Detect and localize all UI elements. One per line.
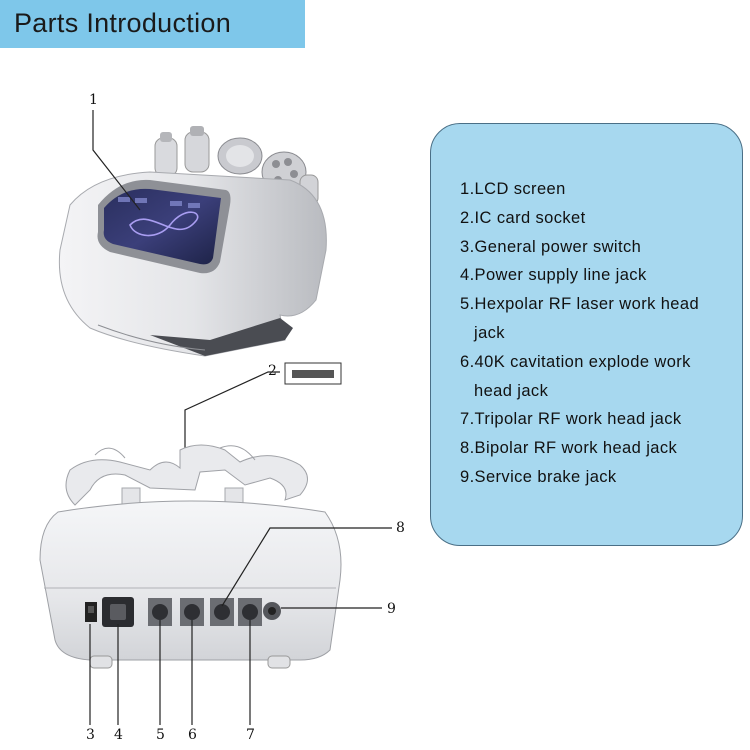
device-base [150, 318, 293, 356]
section-title: Parts Introduction [14, 8, 232, 38]
list-item-tripolar-jack: 7.Tripolar RF work head jack [460, 410, 682, 429]
leader-line-1 [92, 110, 141, 211]
callout-number-4: 4 [114, 727, 123, 743]
callout-number-6: 6 [188, 727, 197, 743]
parts-list: 1.LCD screen 2.IC card socket 3.General … [460, 175, 699, 492]
list-item-ic-card-socket: 2.IC card socket [460, 208, 586, 227]
list-item-lcd-screen: 1.LCD screen [460, 180, 566, 198]
back-housing [39, 500, 342, 661]
parts-info-box [430, 123, 743, 546]
leader-line-8 [221, 527, 392, 607]
callout-number-7: 7 [246, 727, 255, 743]
section-header: Parts Introduction [0, 0, 305, 48]
device-front-view [58, 126, 327, 357]
ic-card-socket-detail [284, 362, 342, 385]
list-item-power-switch: 3.General power switch [460, 237, 642, 256]
leader-line-2 [184, 371, 280, 450]
list-item-bipolar-jack: 8.Bipolar RF work head jack [460, 439, 678, 458]
handpiece-holders [154, 126, 319, 206]
list-item-power-line-jack: 4.Power supply line jack [460, 266, 647, 285]
callout-number-1: 1 [89, 92, 98, 108]
callout-number-9: 9 [387, 601, 396, 617]
callout-number-3: 3 [86, 727, 95, 743]
list-item-service-brake-jack: 9.Service brake jack [460, 467, 617, 486]
callout-number-8: 8 [396, 520, 405, 536]
callout-number-2: 2 [268, 363, 277, 379]
device-back-view [39, 444, 342, 669]
holder-arms [65, 444, 308, 506]
callout-number-5: 5 [156, 727, 165, 743]
